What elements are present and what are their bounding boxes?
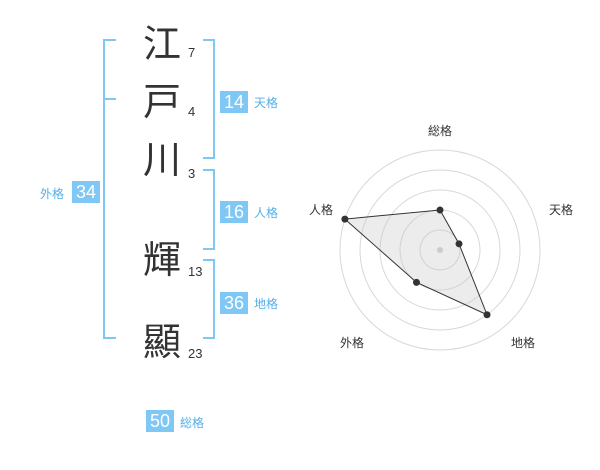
stroke-count-1: 7 [188, 45, 196, 60]
radar-point-4 [412, 278, 420, 286]
radar-ring-4 [359, 169, 521, 331]
radar-point-5 [341, 215, 349, 223]
chikaku-label: 地格 [254, 297, 279, 311]
radar-ring-1 [419, 229, 461, 271]
jinkaku-value: 16 [220, 201, 248, 223]
tenkaku-label: 天格 [254, 96, 279, 110]
jinkaku-label: 人格 [254, 206, 279, 220]
chikaku-bracket [203, 259, 215, 339]
gaikaku-value: 34 [72, 181, 100, 203]
stroke-count-4: 13 [188, 264, 203, 279]
radar-axis-label-soukaku: 総格 [428, 124, 453, 138]
soukaku-value: 50 [146, 410, 174, 432]
radar-axis-label-tenkaku: 天格 [549, 203, 574, 217]
radar-point-1 [436, 206, 444, 214]
name-char-2: 戸 [142, 80, 181, 124]
radar-axis-label-chikaku: 地格 [511, 336, 536, 350]
name-char-3: 川 [142, 138, 181, 182]
soukaku-label: 総格 [180, 416, 205, 430]
gaikaku-bracket [103, 39, 116, 339]
stroke-count-3: 3 [188, 166, 196, 181]
name-char-4: 輝 [142, 238, 181, 282]
jinkaku-bracket [203, 169, 215, 250]
stroke-count-5: 23 [188, 346, 203, 361]
radar-chart [339, 149, 541, 351]
radar-point-2 [455, 240, 463, 248]
gaikaku-label: 外格 [40, 187, 65, 201]
tenkaku-value: 14 [220, 91, 248, 113]
stroke-count-2: 4 [188, 104, 196, 119]
radar-center [437, 247, 443, 253]
tenkaku-bracket [203, 39, 215, 159]
name-char-5: 顯 [142, 320, 181, 364]
chikaku-value: 36 [220, 292, 248, 314]
name-char-1: 江 [142, 22, 181, 66]
radar-series-polygon [343, 209, 488, 316]
radar-point-3 [483, 311, 491, 319]
radar-axis-label-jinkaku: 人格 [309, 203, 334, 217]
radar-ring-5 [339, 149, 541, 351]
radar-axis-label-gaikaku: 外格 [340, 336, 365, 350]
